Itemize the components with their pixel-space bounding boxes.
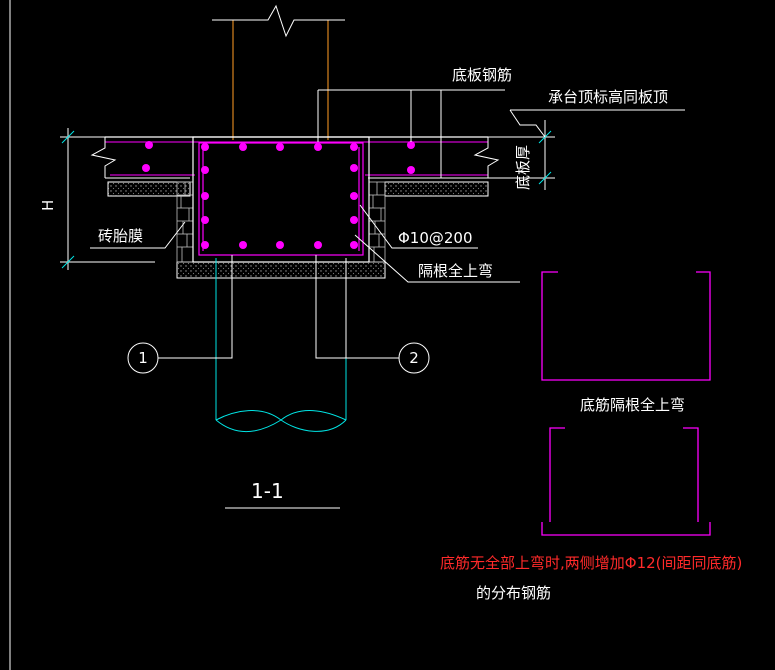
slab-thickness-label: 底板厚 (514, 145, 532, 190)
note-line-1: 底筋无全部上弯时,两侧增加Φ12(间距同底筋) (440, 554, 742, 572)
cushion-bottom (176, 261, 386, 279)
height-symbol: H (39, 200, 57, 211)
column (212, 4, 345, 140)
bottom-slab-rebar-label: 底板钢筋 (452, 66, 512, 84)
stirrup-leader (359, 204, 478, 249)
rebar-dots (142, 141, 415, 249)
marker-1-text: 1 (138, 349, 148, 367)
detail-caption: 底筋隔根全上弯 (580, 396, 685, 414)
cushion-right (384, 181, 489, 197)
stirrup-spec-label: Φ10@200 (398, 229, 473, 247)
cushion-left (107, 181, 191, 197)
alternate-bend-label: 隔根全上弯 (418, 262, 493, 280)
cap-rebar-cage (198, 142, 364, 256)
dimension-h (60, 128, 155, 270)
brick-formwork-label: 砖胎膜 (98, 227, 143, 245)
marker-2-text: 2 (409, 349, 419, 367)
marker-1: 1 (127, 278, 233, 374)
pile-cap-outline (192, 136, 370, 263)
note-line-2: 的分布钢筋 (476, 584, 551, 602)
cap-top-elevation-label: 承台顶标高同板顶 (548, 88, 668, 106)
detail-bent-up-bars (541, 271, 711, 381)
brick-wall-left (176, 181, 194, 263)
alternate-bend-leader (354, 234, 520, 283)
cap-top-leader-tick (509, 109, 546, 138)
leader-bottom-slab-rebar (317, 89, 505, 178)
pile (215, 255, 347, 433)
detail-distribution-bars (541, 427, 711, 536)
dimension-slab-thickness (488, 120, 555, 190)
section-title: 1-1 (251, 479, 284, 503)
brick-formwork-leader (90, 221, 186, 249)
marker-2: 2 (315, 278, 430, 374)
